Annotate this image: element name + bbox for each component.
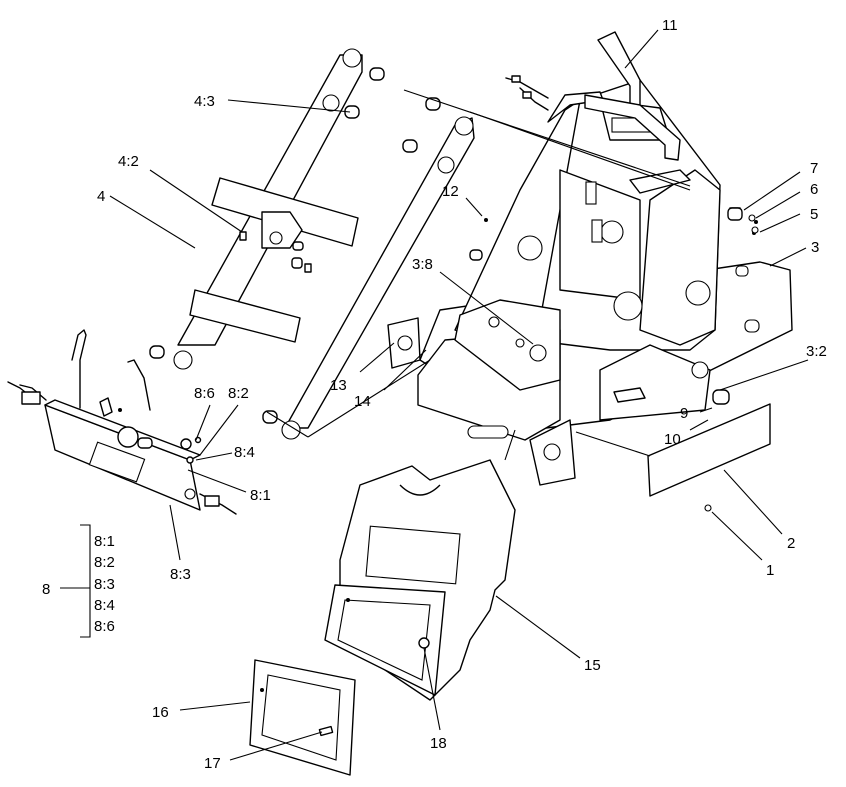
callout-4-3: 4:3	[194, 93, 215, 110]
tower-frame	[417, 79, 793, 486]
callout-18: 18	[430, 735, 447, 752]
group-8-list: 8 8:1 8:2 8:3 8:4 8:6	[42, 533, 115, 635]
callout-2: 2	[787, 535, 795, 552]
callout-4: 4	[97, 188, 105, 205]
group-8-item: 8:1	[94, 533, 115, 550]
callout-15: 15	[584, 657, 601, 674]
callout-7: 7	[810, 160, 818, 177]
grille-16	[249, 659, 356, 776]
callout-13: 13	[330, 377, 347, 394]
plate-13	[387, 317, 421, 369]
callout-labels: 11 4:3 4:2 4 12 3:8 7 6 5 3 3:2 9 10 2 1…	[97, 17, 827, 772]
callout-3: 3	[811, 239, 819, 256]
handle-bar	[584, 31, 681, 161]
side-panel-2	[647, 403, 771, 512]
callout-17: 17	[204, 755, 221, 772]
callout-10: 10	[664, 431, 681, 448]
callout-1: 1	[766, 562, 774, 579]
callout-6: 6	[810, 181, 818, 198]
callout-3-8: 3:8	[412, 256, 433, 273]
callout-8-6: 8:6	[194, 385, 215, 402]
group-8-item: 8:3	[94, 576, 115, 593]
tower-cables	[505, 75, 549, 111]
callout-12: 12	[442, 183, 459, 200]
group-8-item: 8:2	[94, 554, 115, 571]
callout-16: 16	[152, 704, 169, 721]
group-8-item: 8:6	[94, 618, 115, 635]
callout-5: 5	[810, 206, 818, 223]
leader-lines	[60, 29, 809, 761]
front-cover-15	[324, 459, 516, 701]
group-8-item: 8:4	[94, 597, 115, 614]
callout-8-1: 8:1	[250, 487, 271, 504]
callout-3-2: 3:2	[806, 343, 827, 360]
panel-8-assembly	[7, 329, 237, 515]
lift-arm-assembly	[149, 48, 475, 440]
callout-11: 11	[662, 17, 678, 34]
callout-8-4: 8:4	[234, 444, 255, 461]
group-8-label: 8	[42, 581, 50, 598]
callout-8-2: 8:2	[228, 385, 249, 402]
callout-4-2: 4:2	[118, 153, 139, 170]
callout-8-3: 8:3	[170, 566, 191, 583]
right-fasteners	[727, 207, 759, 234]
callout-9: 9	[680, 405, 688, 422]
callout-14: 14	[354, 393, 371, 410]
